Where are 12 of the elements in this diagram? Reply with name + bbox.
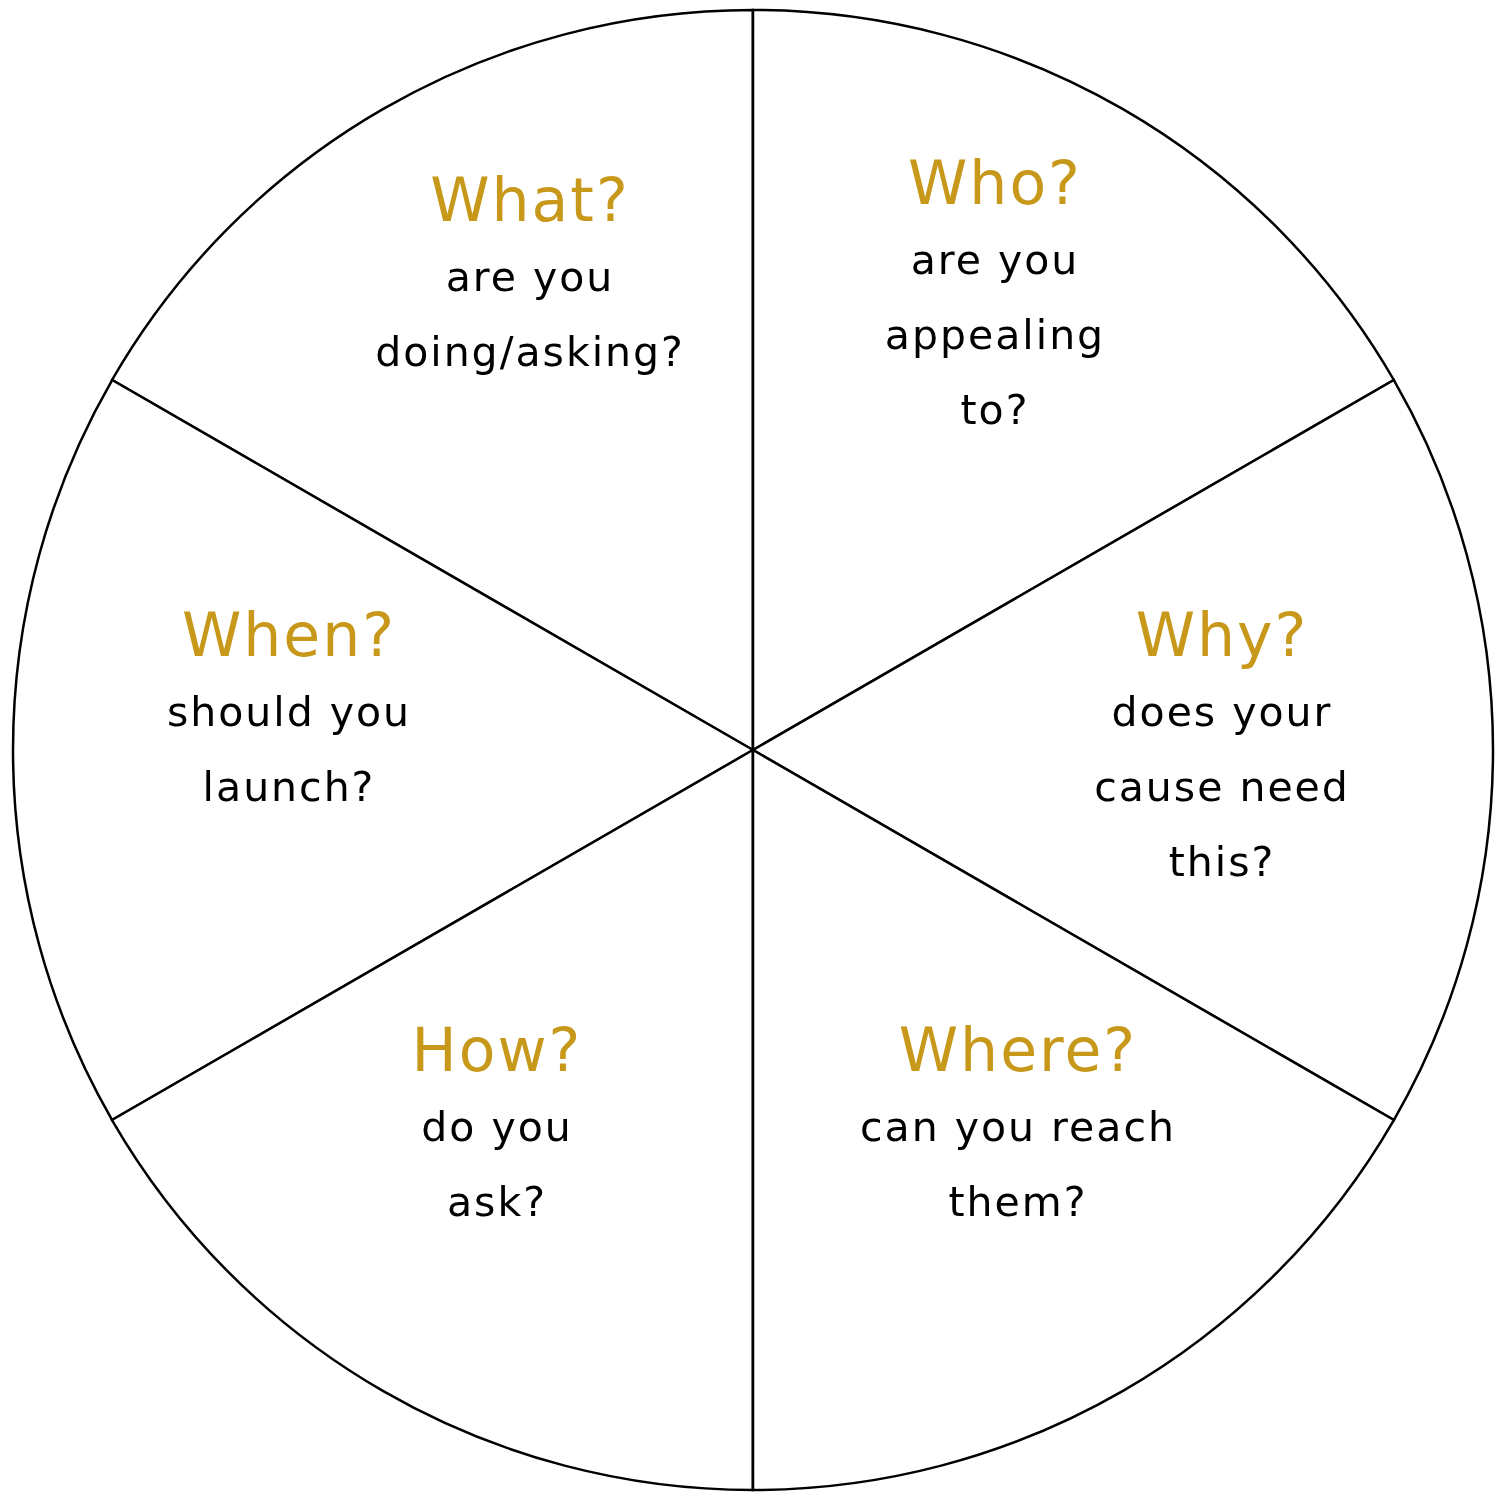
question-heading: How?	[411, 1014, 583, 1087]
question-text: do you ask?	[420, 1102, 574, 1228]
question-heading: Who?	[908, 147, 1082, 220]
question-text: does your cause need this?	[1093, 687, 1351, 888]
question-text: are you appealing to?	[883, 235, 1107, 436]
question-text: should you launch?	[165, 687, 413, 813]
question-text: are you doing/asking?	[374, 252, 686, 378]
question-heading: What?	[430, 164, 630, 237]
question-text: can you reach them?	[859, 1102, 1177, 1228]
question-heading: Where?	[898, 1014, 1138, 1087]
question-heading: When?	[181, 599, 397, 672]
question-heading: Why?	[1135, 599, 1309, 672]
